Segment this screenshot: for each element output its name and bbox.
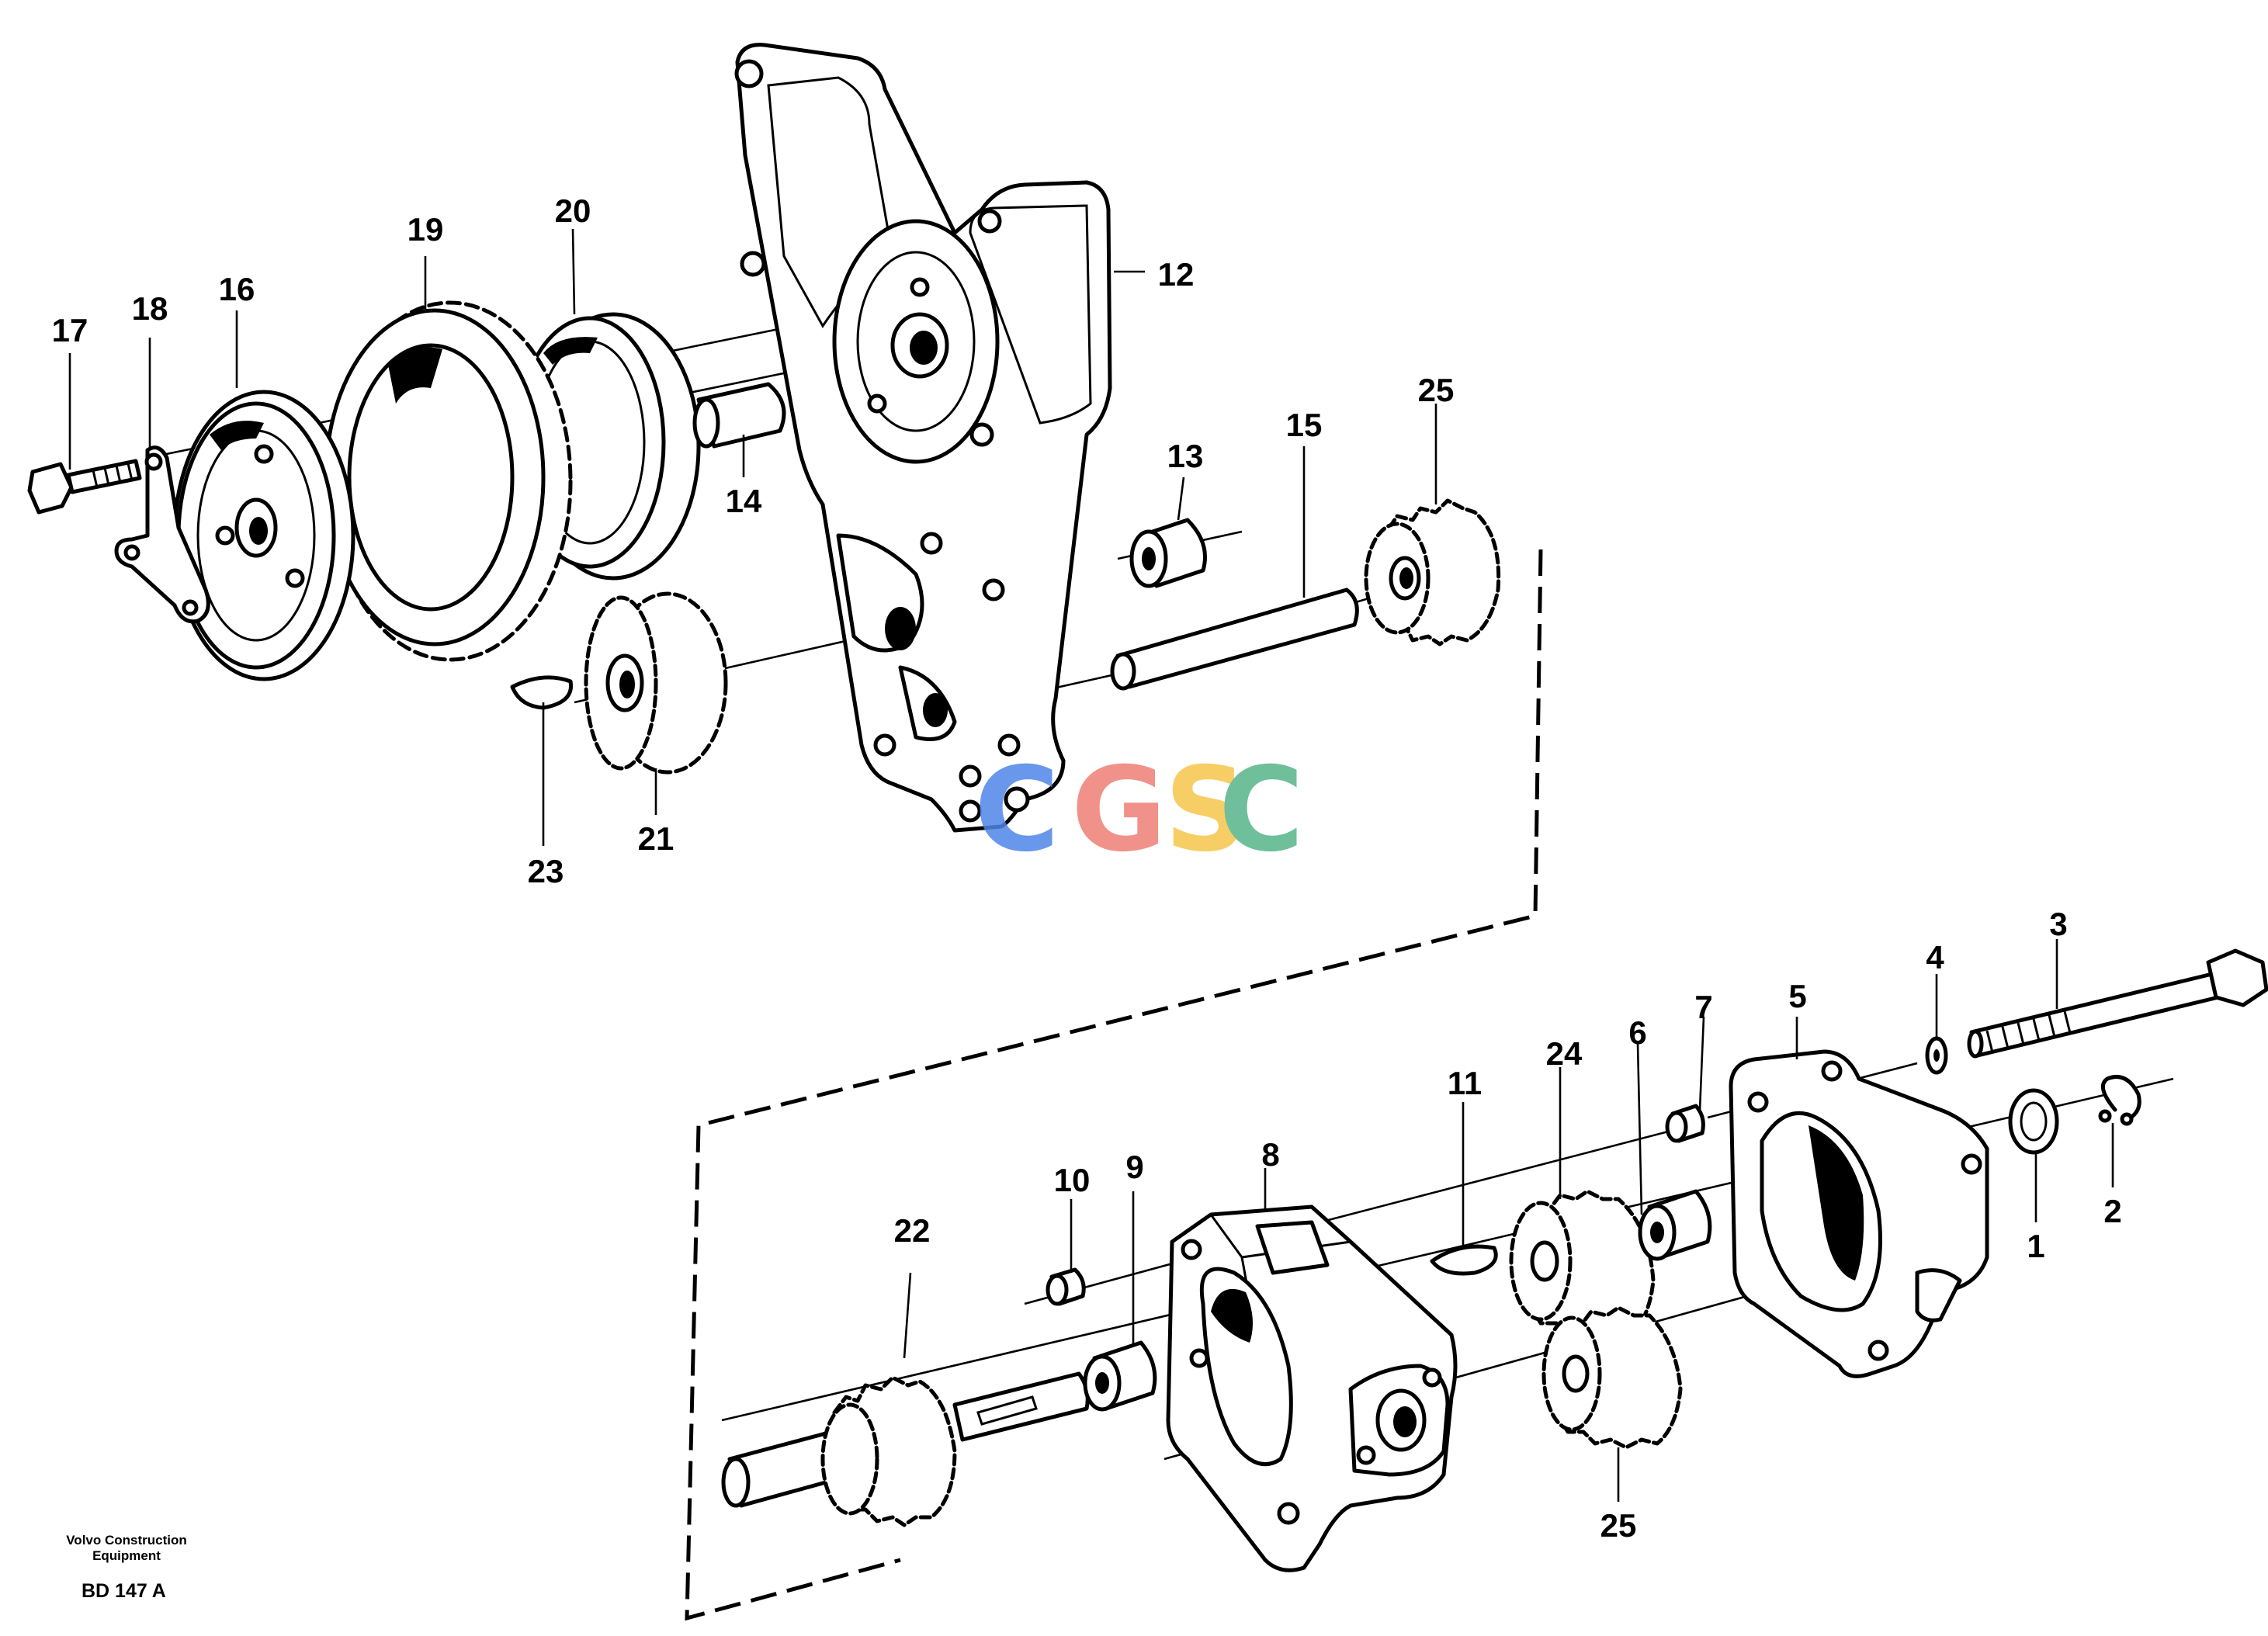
- callout-20: 20: [555, 192, 591, 229]
- callout-6: 6: [1628, 1014, 1646, 1051]
- washer-part-4: [1925, 1036, 1948, 1075]
- callout-21: 21: [638, 820, 675, 857]
- callout-25-upper: 25: [1418, 372, 1455, 408]
- callout-15: 15: [1286, 407, 1323, 443]
- leader-lines: [68, 228, 2114, 1502]
- callout-23: 23: [528, 853, 564, 889]
- callout-labels: 17 18 16 19 20 12 14 13 15 25 21 23 22 1…: [52, 192, 2122, 1544]
- gear-part-21: [584, 591, 728, 775]
- watermark-letter-4: C: [1219, 743, 1304, 878]
- pump-body-part-8: [1166, 1204, 1458, 1572]
- callout-22: 22: [894, 1212, 931, 1249]
- bushing-part-6: [1638, 1189, 1712, 1261]
- bushing-part-9: [1083, 1340, 1157, 1412]
- bushing-part-7: [1665, 1104, 1705, 1143]
- callout-1: 1: [2027, 1228, 2044, 1264]
- callout-5: 5: [1788, 978, 1806, 1014]
- bushing-part-14: [692, 382, 786, 449]
- circlip-part-2: [2098, 1075, 2141, 1126]
- bracket-housing-part-12: [734, 43, 1112, 833]
- gear-part-25-lower: [1541, 1305, 1683, 1450]
- callout-8: 8: [1261, 1136, 1279, 1173]
- gear-part-19: [324, 300, 573, 662]
- callout-17: 17: [52, 312, 88, 348]
- pulley-part-16: [172, 390, 355, 681]
- key-part-11: [1430, 1244, 1498, 1276]
- callout-14: 14: [726, 483, 762, 519]
- callout-24: 24: [1546, 1035, 1583, 1072]
- callout-13: 13: [1167, 438, 1204, 474]
- footer: Volvo Construction Equipment BD 147 A: [66, 1533, 187, 1602]
- bushing-part-13: [1129, 518, 1207, 588]
- watermark-letter-2: G: [1071, 743, 1167, 878]
- pump-cover-part-5: [1729, 1049, 1989, 1378]
- watermark-letter-3: S: [1164, 743, 1248, 878]
- footer-company-line-1: Volvo Construction: [66, 1533, 187, 1548]
- gear-part-24: [1509, 1189, 1656, 1341]
- callout-3: 3: [2049, 906, 2067, 942]
- plate-part-18: [114, 445, 210, 624]
- callout-4: 4: [1926, 939, 1944, 976]
- key-part-23: [510, 675, 574, 710]
- cgsc-watermark: C G S C: [974, 743, 1304, 878]
- callout-18: 18: [132, 290, 168, 327]
- callout-16: 16: [219, 271, 255, 307]
- assembly-connector-line: [685, 549, 1543, 1621]
- shaft-part-15: [1110, 588, 1359, 691]
- gear-part-25-upper: [1364, 498, 1501, 646]
- seal-ring-part-1: [2008, 1088, 2059, 1155]
- bushing-part-10: [1046, 1267, 1086, 1306]
- callout-10: 10: [1054, 1162, 1091, 1198]
- bolt-part-17: [27, 459, 142, 515]
- callout-2: 2: [2103, 1193, 2121, 1229]
- callout-7: 7: [1694, 989, 1712, 1025]
- callout-19: 19: [407, 211, 444, 248]
- callout-12: 12: [1158, 256, 1195, 293]
- long-bolt-part-3: [1967, 948, 2268, 1059]
- footer-company-line-2: Equipment: [92, 1548, 161, 1563]
- callout-11: 11: [1448, 1065, 1482, 1101]
- drive-shaft-part-22: [721, 1371, 1090, 1527]
- drawing-code: BD 147 A: [81, 1580, 166, 1602]
- callout-25-lower: 25: [1600, 1507, 1637, 1544]
- watermark-letter-1: C: [974, 743, 1059, 878]
- callout-9: 9: [1125, 1149, 1143, 1185]
